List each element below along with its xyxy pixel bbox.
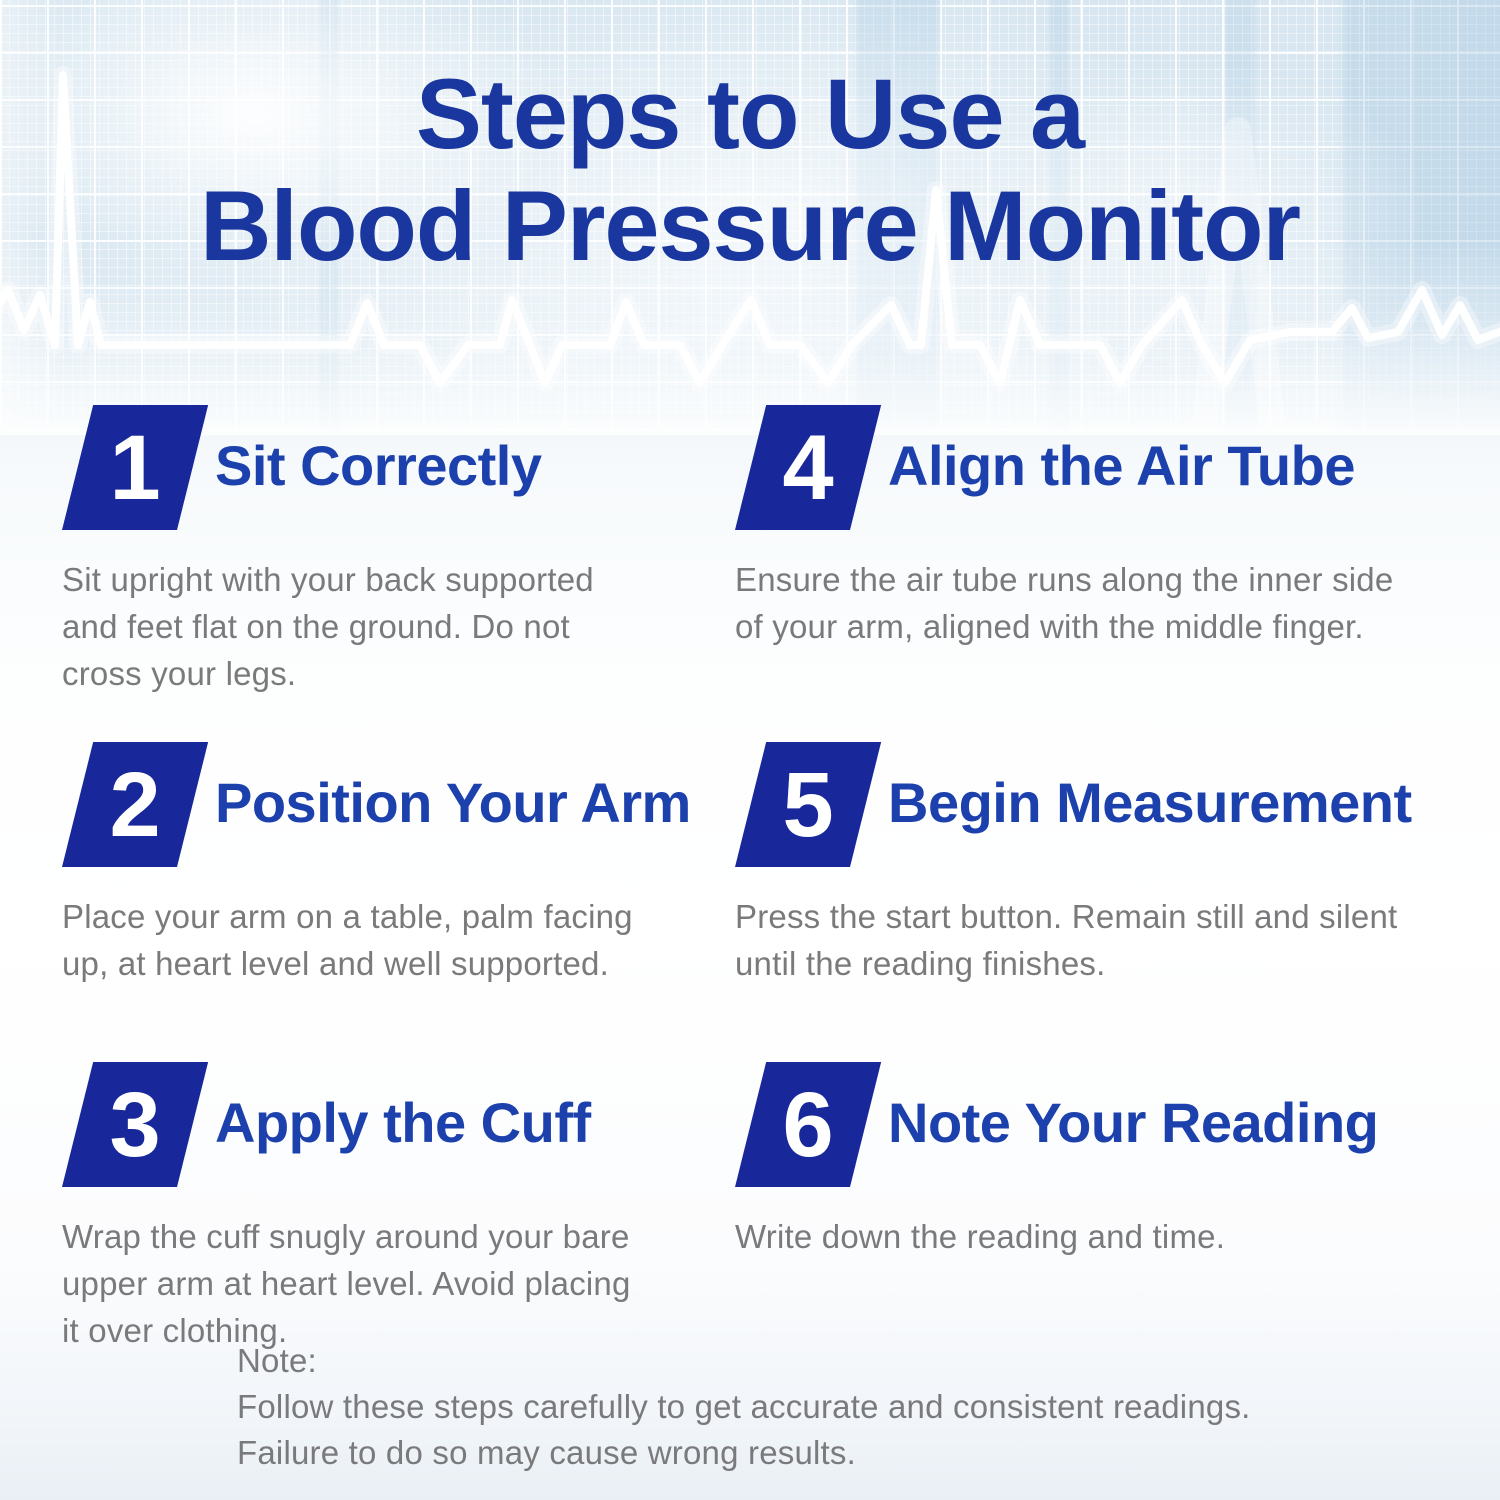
step-2-description: Place your arm on a table, palm facing u… [62,898,633,982]
step-5-number: 5 [782,753,834,856]
note-label: Note: [237,1342,317,1379]
step-6-description: Write down the reading and time. [735,1218,1226,1255]
step-4-number: 4 [782,416,834,519]
step-1: 1 Sit Correctly Sit upright with your ba… [62,405,594,697]
step-6-title: Note Your Reading [888,1091,1379,1154]
step-6: 6 Note Your Reading Write down the readi… [735,1062,1379,1260]
step-4-header: 4 Align the Air Tube [735,405,1393,530]
step-1-number: 1 [109,416,161,519]
note-line-1: Follow these steps carefully to get accu… [237,1388,1251,1425]
step-1-title: Sit Correctly [215,434,542,497]
step-3-number: 3 [109,1073,161,1176]
step-2-number: 2 [109,753,161,856]
page-title-line-2: Blood Pressure Monitor [199,169,1301,281]
page-title: Steps to Use a Blood Pressure Monitor [0,58,1500,282]
step-3-number-badge: 3 [62,1062,209,1187]
step-6-header: 6 Note Your Reading [735,1062,1379,1187]
step-3-title: Apply the Cuff [215,1091,591,1154]
note: Note: Follow these steps carefully to ge… [237,1338,1251,1476]
step-4-title: Align the Air Tube [888,434,1355,497]
step-1-number-badge: 1 [62,405,209,530]
step-1-description: Sit upright with your back supported and… [62,561,594,692]
step-3-header: 3 Apply the Cuff [62,1062,631,1187]
step-2: 2 Position Your Arm Place your arm on a … [62,742,691,987]
step-2-title: Position Your Arm [215,771,691,834]
step-4-number-badge: 4 [735,405,882,530]
step-2-header: 2 Position Your Arm [62,742,691,867]
ekg-heartbeat-line-graphic [0,66,1500,430]
page-title-line-1: Steps to Use a [415,58,1085,169]
step-3-description: Wrap the cuff snugly around your bare up… [62,1218,631,1349]
step-4-description: Ensure the air tube runs along the inner… [735,561,1394,645]
step-5-header: 5 Begin Measurement [735,742,1412,867]
step-5-title: Begin Measurement [888,771,1412,834]
step-5-description: Press the start button. Remain still and… [735,898,1398,982]
step-5-number-badge: 5 [735,742,882,867]
note-line-2: Failure to do so may cause wrong results… [237,1434,856,1471]
step-3: 3 Apply the Cuff Wrap the cuff snugly ar… [62,1062,631,1354]
step-2-number-badge: 2 [62,742,209,867]
step-6-number-badge: 6 [735,1062,882,1187]
step-6-number: 6 [782,1073,834,1176]
step-4: 4 Align the Air Tube Ensure the air tube… [735,405,1393,650]
step-1-header: 1 Sit Correctly [62,405,594,530]
step-5: 5 Begin Measurement Press the start butt… [735,742,1412,987]
